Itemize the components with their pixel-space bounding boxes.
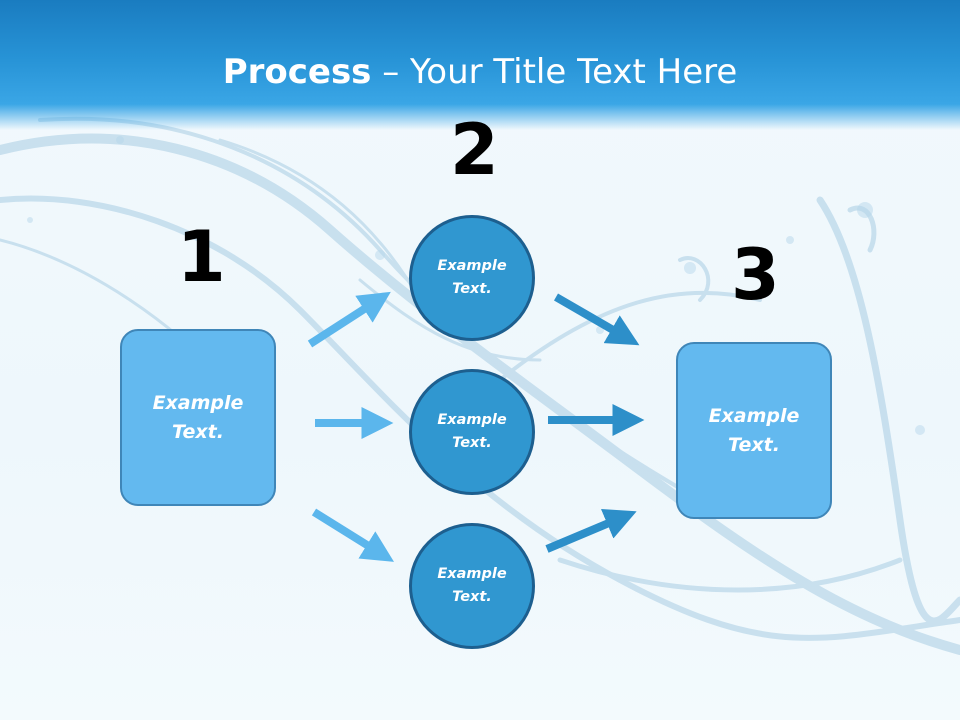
- step-3-text: Example Text.: [708, 404, 800, 456]
- arrow-1-to-2c: [311, 508, 395, 562]
- step-2-circle-1: Example Text.: [409, 215, 535, 341]
- step-1-box: Example Text.: [120, 329, 276, 506]
- header-bar: [0, 0, 960, 130]
- arrow-2a-to-3: [553, 293, 640, 346]
- title-bold: Process: [222, 52, 372, 92]
- step-2-circle-3-text: Example Text.: [437, 566, 507, 605]
- arrow-1-to-2a: [307, 291, 391, 348]
- step-2-circle-3: Example Text.: [409, 523, 535, 649]
- title-rest: – Your Title Text Here: [371, 52, 738, 92]
- step-2-circle-1-text: Example Text.: [437, 258, 507, 297]
- step-2-circle-2: Example Text.: [409, 369, 535, 495]
- step-2-circle-2-text: Example Text.: [437, 412, 507, 451]
- page-title: Process – Your Title Text Here: [0, 52, 960, 92]
- step-3-number: 3: [731, 234, 780, 316]
- step-1-number: 1: [177, 216, 226, 298]
- arrow-2c-to-3: [545, 508, 637, 553]
- step-3-box: Example Text.: [676, 342, 832, 519]
- step-2-number: 2: [450, 109, 499, 191]
- step-1-text: Example Text.: [152, 391, 244, 443]
